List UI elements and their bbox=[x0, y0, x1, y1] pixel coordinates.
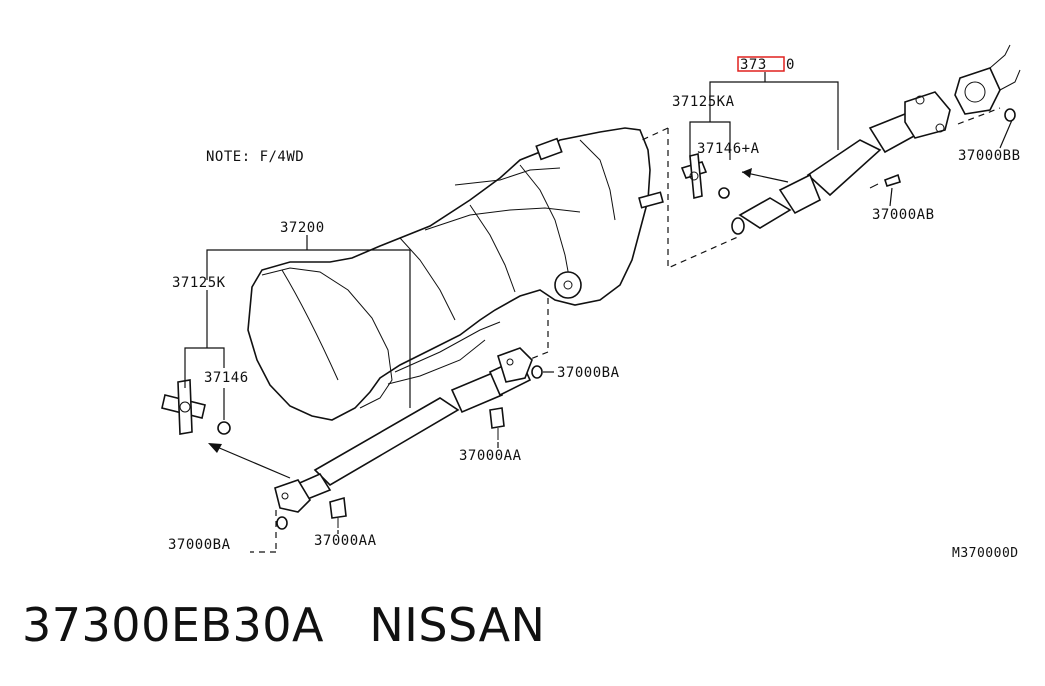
transmission-housing bbox=[247, 127, 664, 421]
front-shaft-assy-label-suffix: 0 bbox=[786, 57, 795, 73]
projection-lines bbox=[250, 107, 1001, 553]
leader-lines bbox=[184, 72, 1013, 534]
rear-joint-label: 37125K bbox=[172, 275, 226, 291]
front-shaft-assy-label-prefix: 373 bbox=[740, 57, 767, 73]
part-number-text: 37300EB30A bbox=[22, 598, 324, 652]
front-shaft-assy-label: 373 0 bbox=[737, 56, 795, 73]
rear-bolt-aa-mid-label: 37000AA bbox=[459, 448, 522, 464]
brand-text: NISSAN bbox=[369, 598, 546, 652]
rear-snap-ring-icon bbox=[217, 421, 231, 435]
rear-snap-ring-label: 37146 bbox=[204, 370, 249, 386]
part-caption: 37300EB30A NISSAN bbox=[22, 598, 545, 652]
rear-arrow-icon bbox=[208, 443, 291, 479]
figure-code-label: M370000D bbox=[952, 546, 1019, 561]
rear-universal-joint-icon bbox=[161, 379, 206, 435]
rear-bolt-ba-top-label: 37000BA bbox=[557, 365, 620, 381]
highlight-box bbox=[737, 56, 785, 72]
rear-bolt-ba-bottom-label: 37000BA bbox=[168, 537, 231, 553]
front-universal-joint-icon bbox=[680, 152, 708, 200]
front-bolt-ab-label: 37000AB bbox=[872, 207, 935, 223]
rear-bolt-aa-bottom-label: 37000AA bbox=[314, 533, 377, 549]
rear-propeller-shaft bbox=[274, 347, 543, 530]
note-label: NOTE: F/4WD bbox=[206, 149, 304, 165]
front-propeller-shaft bbox=[731, 44, 1021, 235]
front-snap-ring-icon bbox=[718, 187, 730, 199]
front-snap-ring-label: 37146+A bbox=[697, 141, 760, 157]
rear-shaft-assy-label: 37200 bbox=[280, 220, 325, 236]
front-joint-label: 37125KA bbox=[672, 94, 735, 110]
front-bolt-bb-label: 37000BB bbox=[958, 148, 1021, 164]
front-arrow-icon bbox=[741, 168, 789, 183]
